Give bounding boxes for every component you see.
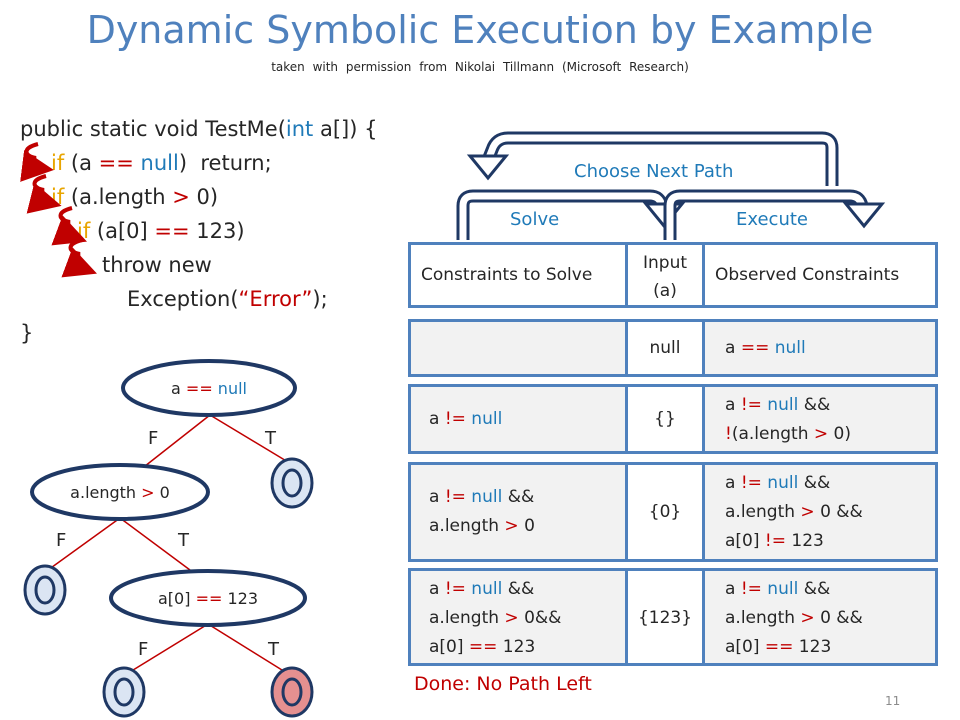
code-line-1: public static void TestMe(int a[]) {	[20, 117, 378, 141]
slide-title: Dynamic Symbolic Execution by Example	[86, 8, 874, 52]
edge-label-f1: F	[148, 428, 158, 449]
tree-node-a0	[109, 569, 307, 627]
path-marker-1-icon	[20, 142, 54, 182]
solve-arrow	[456, 189, 669, 240]
page-number: 11	[885, 694, 901, 708]
row2-input-cell: {}	[625, 384, 705, 454]
tree-node-a0-label: a[0] == 123	[158, 589, 258, 608]
tree-edge-n3-false	[124, 623, 209, 676]
code-line-6: Exception(“Error”);	[127, 287, 328, 311]
row1-solve-cell	[408, 319, 628, 377]
edge-label-t1: T	[264, 428, 277, 449]
header-input: Input (a)	[625, 242, 705, 308]
tree-leaf-t3	[270, 666, 314, 718]
done-message: Done: No Path Left	[414, 673, 592, 695]
path-marker-2-icon	[26, 174, 62, 214]
row4-input-cell: {123}	[625, 568, 705, 666]
slide-subtitle: taken with permission from Nikolai Tillm…	[271, 60, 689, 74]
tree-node-length-label: a.length > 0	[70, 483, 170, 502]
tree-leaf-f3	[102, 666, 146, 718]
row4-observed-cell: a != null && a.length > 0 && a[0] == 123	[702, 568, 938, 666]
code-listing: public static void TestMe(int a[]) { if …	[20, 112, 377, 350]
row3-observed-cell: a != null && a.length > 0 && a[0] != 123	[702, 462, 938, 562]
path-marker-4-icon	[61, 238, 97, 278]
tree-edge-n3-true	[207, 623, 291, 676]
header-constraints-to-solve: Constraints to Solve	[408, 242, 628, 308]
row4-solve-cell: a != null && a.length > 0&& a[0] == 123	[408, 568, 628, 666]
row3-input-cell: {0}	[625, 462, 705, 562]
row2-observed-cell: a != null && !(a.length > 0)	[702, 384, 938, 454]
edge-label-f2: F	[56, 530, 66, 551]
row1-observed-cell: a == null	[702, 319, 938, 377]
row2-solve-cell: a != null	[408, 384, 628, 454]
execute-label: Execute	[736, 209, 808, 230]
code-line-2: if (a == null) return;	[51, 151, 272, 175]
path-marker-3-icon	[51, 206, 87, 246]
code-line-7: }	[20, 321, 34, 345]
tree-edge-n2-false	[47, 517, 121, 571]
header-observed-constraints: Observed Constraints	[702, 242, 938, 308]
tree-edge-n1-true	[209, 414, 289, 463]
tree-leaf-t1	[270, 457, 314, 509]
edge-label-t2: T	[177, 530, 190, 551]
tree-node-length	[30, 463, 210, 521]
tree-edge-n2-true	[119, 517, 191, 571]
tree-node-a-null	[121, 359, 297, 417]
edge-label-t3: T	[267, 639, 280, 660]
row3-solve-cell: a != null && a.length > 0	[408, 462, 628, 562]
choose-next-path-label: Choose Next Path	[574, 161, 734, 182]
edge-label-f3: F	[138, 639, 148, 660]
solve-label: Solve	[510, 209, 560, 230]
tree-leaf-f2	[23, 564, 67, 616]
row1-input-cell: null	[625, 319, 705, 377]
tree-edge-n1-false	[139, 414, 211, 471]
tree-node-a-null-label: a == null	[171, 379, 247, 398]
code-line-5: throw new	[102, 253, 212, 277]
